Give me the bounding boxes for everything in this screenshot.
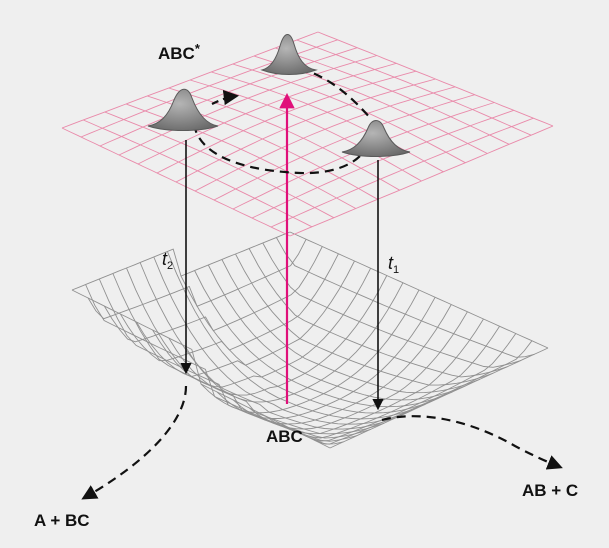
wavepacket-left (147, 88, 219, 131)
reactant-label: ABC (266, 427, 303, 446)
trajectory-left-arrow (211, 89, 240, 106)
grid-line-u (235, 253, 494, 386)
grid-line-v (249, 311, 468, 430)
product-left-label: A + BC (34, 511, 90, 530)
grid-line-v (313, 340, 533, 445)
channel-ab-plus-c (381, 415, 563, 470)
grid-line-v (168, 275, 388, 396)
grid-line-v (194, 86, 456, 192)
transition-state-star: * (194, 41, 200, 56)
grid-line-v (265, 318, 484, 435)
channel-a-plus-bc (81, 385, 188, 500)
grid-line-u (317, 31, 554, 127)
trajectory-top-to-right (299, 66, 373, 121)
transition-state-label: ABC* (158, 41, 200, 63)
grid-line-v (289, 125, 554, 237)
time-label-t2: t2 (162, 249, 174, 272)
grid-line-v (251, 109, 514, 219)
grid-line-u (207, 264, 467, 401)
grid-line-u (289, 231, 549, 349)
grid-line-v (103, 246, 323, 343)
excited-state-surface-grid (61, 31, 554, 237)
grid-line-v (71, 231, 291, 291)
grid-line-u (83, 119, 313, 228)
grid-line-v (297, 333, 517, 442)
grid-line-v (281, 326, 500, 439)
grid-line-v (270, 117, 534, 228)
wavepacket-top (260, 34, 318, 75)
grid-line-u (189, 79, 422, 182)
grid-line-u (296, 39, 532, 136)
grid-line-v (329, 347, 549, 449)
wavepacket-right (341, 120, 411, 157)
grid-line-u (126, 267, 385, 435)
grid-line-u (276, 237, 535, 358)
ground-state-surface-grid (71, 231, 549, 449)
time-label-t1: t1 (388, 253, 400, 276)
trajectory-bottom-loop (192, 123, 361, 175)
product-right-label: AB + C (522, 481, 579, 500)
grid-line-u (221, 259, 481, 394)
grid-line-u (153, 256, 412, 425)
grid-line-v (200, 289, 420, 414)
grid-line-u (211, 71, 444, 173)
grid-line-u (194, 270, 453, 408)
grid-line-u (232, 63, 466, 164)
grid-line-u (262, 242, 521, 368)
